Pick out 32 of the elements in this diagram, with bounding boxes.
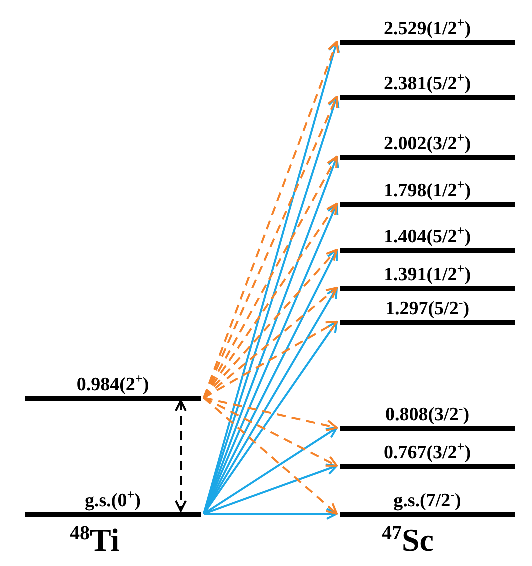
- arrow: [204, 508, 338, 520]
- energy-level: [340, 180, 515, 207]
- level-label: 0.808(3/2$^{-}$): [384, 400, 471, 425]
- energy-level: [25, 490, 201, 517]
- arrow: [204, 321, 338, 399]
- arrow: [203, 96, 339, 398]
- level-label: 2.381(5/2$^{+}$): [382, 68, 472, 94]
- level-label: g.s.(7/2$^{-}$): [392, 486, 462, 511]
- arrow: [204, 397, 338, 467]
- level-label: 1.404(5/2$^{+}$): [382, 222, 472, 247]
- energy-level: [340, 264, 515, 291]
- energy-level: [340, 18, 515, 45]
- energy-level: [340, 133, 515, 160]
- level-label: 1.391(1/2$^{+}$): [382, 260, 472, 285]
- level-label: 0.767(3/2$^{+}$): [382, 438, 472, 463]
- level-label: 2.002(3/2$^{+}$): [382, 128, 472, 154]
- level-label: 2.529(1/2$^{+}$): [382, 14, 472, 39]
- arrow: [203, 156, 338, 398]
- arrow: [204, 397, 338, 432]
- level-label: g.s.(0$^{+}$): [84, 486, 142, 511]
- level-label: 1.798(1/2$^{+}$): [382, 176, 472, 201]
- nucleus-label: $^{47}$Sc: [382, 522, 434, 559]
- arrow: [203, 203, 338, 399]
- level-label: 1.297(5/2$^{-}$): [384, 294, 471, 319]
- arrow: [175, 400, 187, 512]
- arrow: [203, 397, 338, 515]
- energy-level: [25, 374, 201, 401]
- energy-level: [340, 73, 515, 100]
- energy-level: [340, 442, 515, 469]
- level-label: 0.984(2$^{+}$): [76, 370, 150, 395]
- nucleus-label: $^{48}$Ti: [70, 522, 120, 559]
- energy-level: [340, 226, 515, 253]
